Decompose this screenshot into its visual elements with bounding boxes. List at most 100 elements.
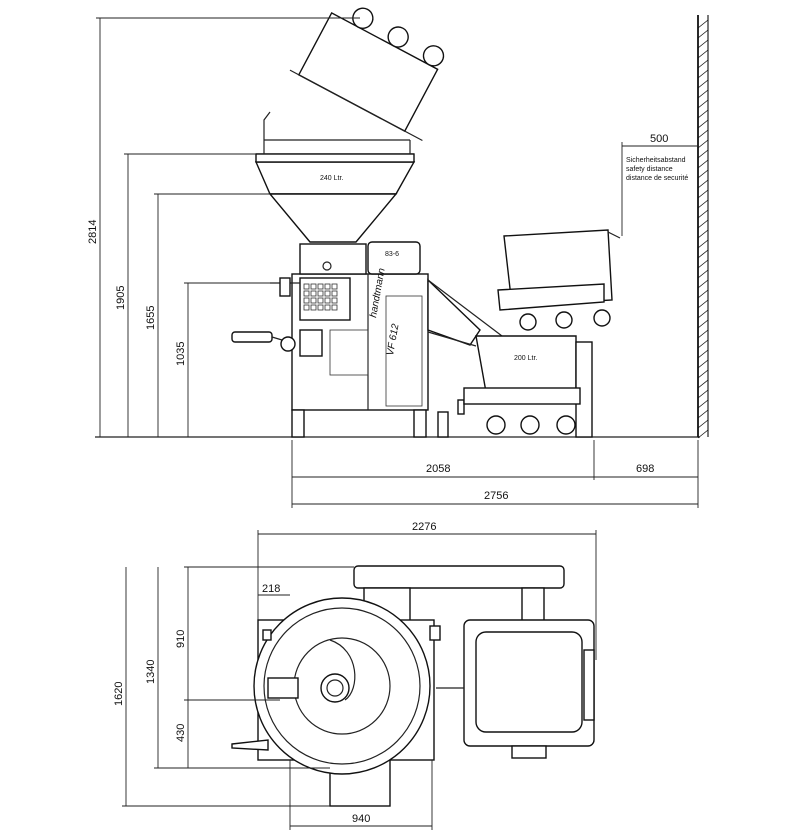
safety-note-de: Sicherheitsabstand [626, 157, 686, 164]
dim-outlet: 1035 [175, 342, 187, 366]
tilted-bin [289, 7, 445, 142]
model-panel [367, 241, 421, 275]
dim-depth-mid: 1340 [145, 660, 157, 684]
keypad-key [317, 297, 324, 304]
top-handle [231, 739, 269, 751]
wall-hatch-line [697, 309, 709, 319]
keypad-key [331, 283, 338, 290]
model-panel-label: 83-6 [385, 251, 399, 258]
wall-hatch-line [697, 219, 709, 229]
top-left-dimensions: 218 910 430 1340 1620 [113, 566, 354, 807]
outlet-box [267, 677, 299, 699]
dim-depth-lower: 430 [175, 724, 187, 742]
dim-machine-length: 2058 [426, 463, 450, 475]
wall-hatch-line [697, 199, 709, 209]
wall-hatch-line [697, 159, 709, 169]
dim-overall-length: 2756 [484, 490, 508, 502]
wall-hatch-line [697, 259, 709, 269]
wall-hatch-line [697, 289, 709, 299]
machine-top [253, 597, 441, 807]
keypad-key [303, 304, 310, 311]
wall-hatch-line [697, 269, 709, 279]
keypad-key [303, 290, 310, 297]
keypad-key [303, 297, 310, 304]
wall-hatch-line [697, 229, 709, 239]
dim-overall-height: 2814 [87, 220, 99, 244]
wall-hatch-line [697, 349, 709, 359]
keypad-key [324, 297, 331, 304]
wall-hatch-line [697, 369, 709, 379]
dim-safety-distance: 500 [650, 133, 668, 145]
wall-hatch-line [697, 399, 709, 409]
wall-hatch-line [697, 19, 709, 29]
wall-hatch-line [697, 169, 709, 179]
wall-hatch-line [697, 339, 709, 349]
dim-hopper-rim: 1905 [115, 286, 127, 310]
keypad-key [331, 304, 338, 311]
keypad-key [303, 283, 310, 290]
wall-hatch-line [697, 69, 709, 79]
dim-hopper-mid: 1655 [145, 306, 157, 330]
wall-hatch-line [697, 79, 709, 89]
wall [697, 15, 709, 439]
keypad-key [317, 304, 324, 311]
wall-hatch-line [697, 179, 709, 189]
wall-hatch-line [697, 149, 709, 159]
top-width-dimension: 2276 [257, 521, 597, 660]
top-bottom-dimension: 940 [289, 760, 433, 830]
wall-hatch-line [697, 189, 709, 199]
keypad-key [331, 297, 338, 304]
dim-depth-upper: 910 [175, 630, 187, 648]
lifted-bin [497, 229, 621, 331]
keypad-key [324, 290, 331, 297]
wall-hatch-line [697, 279, 709, 289]
dim-offset: 218 [262, 583, 280, 595]
keypad-key [310, 283, 317, 290]
wall-hatch-line [697, 239, 709, 249]
safety-note-fr: distance de securité [626, 175, 688, 182]
keypad-key [317, 283, 324, 290]
keypad-key [324, 304, 331, 311]
keypad-key [310, 290, 317, 297]
wall-hatch-line [697, 379, 709, 389]
trolley-volume: 200 Ltr. [514, 355, 537, 362]
wall-hatch-line [697, 29, 709, 39]
handle [231, 331, 273, 343]
dim-base-width: 940 [352, 813, 370, 825]
wall-hatch-line [697, 329, 709, 339]
safety-note-en: safety distance [626, 166, 673, 173]
side-view: 83-6 VF 612 handtmann [87, 7, 709, 508]
keypad-key [331, 290, 338, 297]
keypad-key [310, 304, 317, 311]
keypad-key [317, 290, 324, 297]
wall-hatch-line [697, 59, 709, 69]
wall-hatch-line [697, 359, 709, 369]
wall-hatch-line [697, 419, 709, 429]
wall-hatch-line [697, 49, 709, 59]
wall-hatch-line [697, 99, 709, 109]
wall-hatch-line [697, 429, 709, 439]
dim-wall-gap: 698 [636, 463, 654, 475]
wall-hatch-line [697, 109, 709, 119]
trolley-top [436, 619, 595, 759]
dim-overall-width: 2276 [412, 521, 436, 533]
wall-hatch-line [697, 119, 709, 129]
hopper-volume: 240 Ltr. [320, 175, 343, 182]
vertical-dimensions: 2814 1905 1655 1035 [87, 17, 360, 437]
keypad-key [324, 283, 331, 290]
dim-overall-depth: 1620 [113, 682, 125, 706]
wall-hatch-line [697, 139, 709, 149]
wall-hatch-line [697, 39, 709, 49]
wall-hatch-line [697, 389, 709, 399]
lift-arm [353, 565, 565, 589]
safety-distance: 500 Sicherheitsabstand safety distance d… [621, 133, 698, 236]
horizontal-dimensions: 2058 698 2756 [291, 440, 699, 508]
hopper: 240 Ltr. [254, 111, 416, 243]
trolley: 200 Ltr. [463, 335, 593, 438]
wall-hatch-line [697, 409, 709, 419]
wall-hatch-line [697, 319, 709, 329]
wall-hatch-line [697, 89, 709, 99]
keypad-key [310, 297, 317, 304]
wall-hatch-line [697, 249, 709, 259]
